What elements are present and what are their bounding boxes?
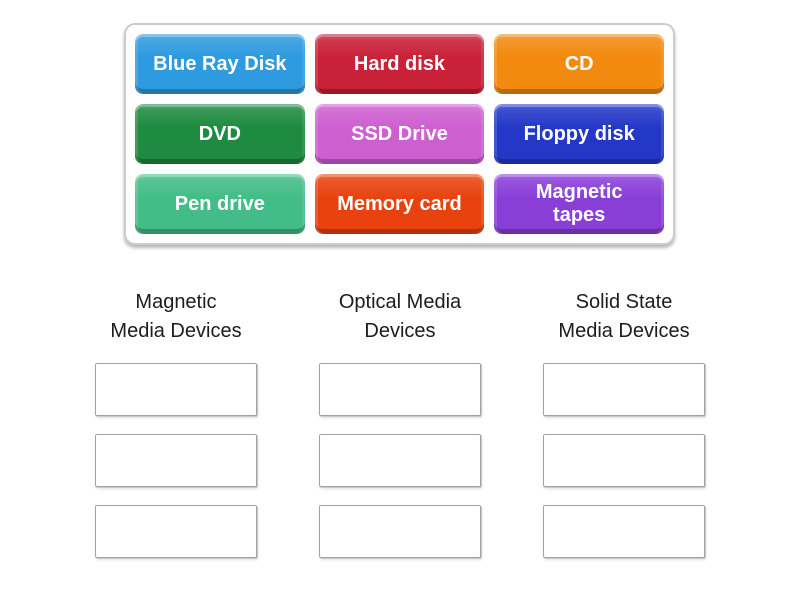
drop-slot-optical-3[interactable] [319, 505, 481, 558]
draggable-item-hard-disk[interactable]: Hard disk [314, 34, 485, 94]
category-columns: Magnetic Media Devices Optical Media Dev… [64, 288, 736, 576]
draggable-item-magnetic-tapes[interactable]: Magnetic tapes [494, 174, 664, 234]
draggable-item-dvd[interactable]: DVD [135, 104, 305, 164]
draggable-item-pen-drive[interactable]: Pen drive [135, 174, 305, 234]
draggable-item-floppy-disk[interactable]: Floppy disk [494, 104, 664, 164]
category-title: Optical Media Devices [338, 291, 462, 342]
drop-slot-solid-state-3[interactable] [543, 505, 705, 558]
draggable-item-ssd-drive[interactable]: SSD Drive [314, 104, 485, 164]
draggable-item-cd[interactable]: CD [494, 34, 664, 94]
category-optical-media: Optical Media Devices [288, 288, 512, 576]
category-title: Magnetic Media Devices [110, 291, 242, 342]
draggable-item-blue-ray-disk[interactable]: Blue Ray Disk [135, 34, 305, 94]
category-magnetic-media: Magnetic Media Devices [64, 288, 288, 576]
drop-slot-magnetic-1[interactable] [95, 363, 257, 416]
drop-slot-magnetic-2[interactable] [95, 434, 257, 487]
draggable-item-memory-card[interactable]: Memory card [314, 174, 485, 234]
drop-slot-solid-state-2[interactable] [543, 434, 705, 487]
drop-slot-optical-2[interactable] [319, 434, 481, 487]
drop-slot-magnetic-3[interactable] [95, 505, 257, 558]
category-solid-state-media: Solid State Media Devices [512, 288, 736, 576]
category-title: Solid State Media Devices [558, 291, 690, 342]
item-bank: Blue Ray Disk Hard disk CD DVD SSD Drive… [124, 23, 675, 245]
drop-slot-optical-1[interactable] [319, 363, 481, 416]
drop-slot-solid-state-1[interactable] [543, 363, 705, 416]
